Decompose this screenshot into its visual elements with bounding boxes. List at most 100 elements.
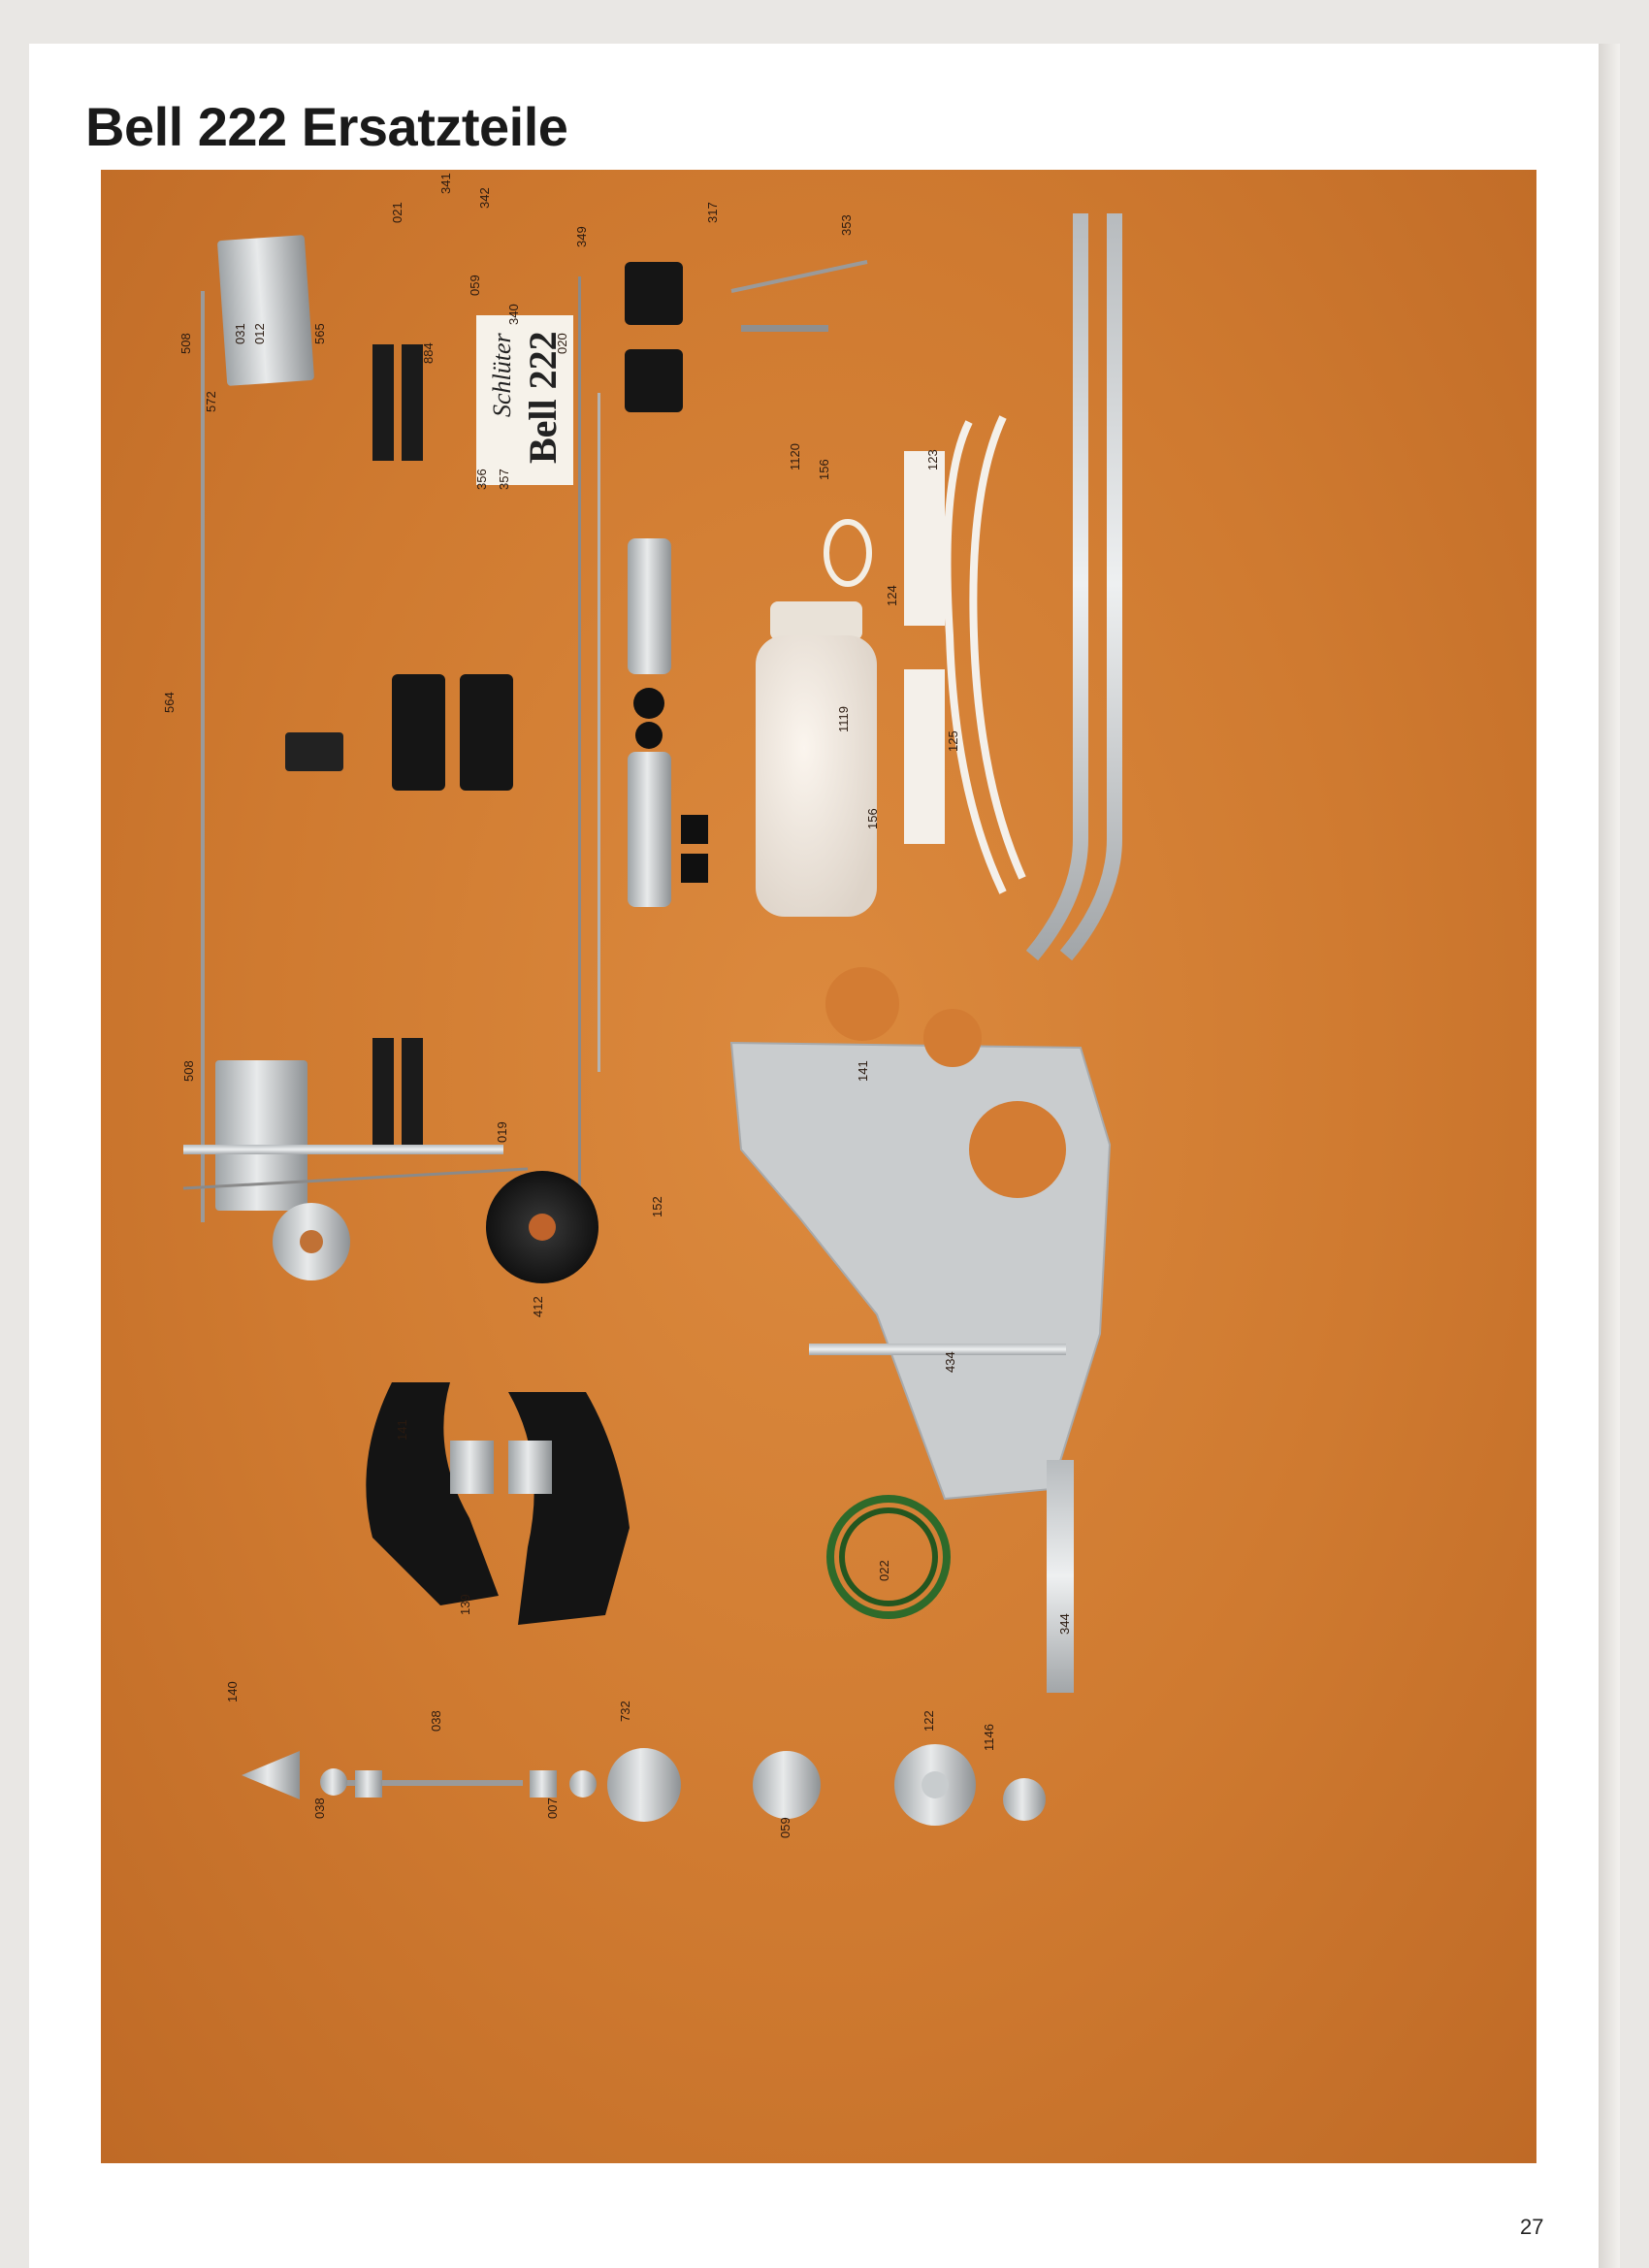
label-card-model: Bell 222 xyxy=(521,331,565,464)
plate-551 xyxy=(392,674,513,791)
part-label: 317 xyxy=(705,202,720,223)
part-label: 038 xyxy=(429,1710,443,1732)
body-157 xyxy=(508,1392,630,1625)
bracket-metal-a xyxy=(450,1441,494,1494)
parts-photo: Schlüter Bell 222 xyxy=(101,170,1536,2163)
part-label: 059 xyxy=(468,275,482,296)
hose-732-a xyxy=(826,1495,951,1619)
part-label: 357 xyxy=(497,469,511,490)
bearing-343-a xyxy=(633,688,664,719)
part-label: 019 xyxy=(495,1121,509,1143)
part-label: 059 xyxy=(778,1817,792,1838)
part-label: 508 xyxy=(178,333,193,354)
rod-353 xyxy=(730,260,868,293)
part-label: 349 xyxy=(574,226,589,247)
rod-564 xyxy=(201,291,205,1222)
part-label: 1146 xyxy=(982,1724,996,1751)
hose-732-b xyxy=(839,1507,938,1606)
parts-layout-svg: Schlüter Bell 222 xyxy=(162,173,1122,1838)
panel-156-bottom xyxy=(904,669,945,844)
part-number-labels: 021 341 342 349 317 353 059 012 031 565 … xyxy=(162,173,1072,1838)
part-label: 141 xyxy=(856,1060,870,1082)
part-label: 012 xyxy=(252,323,267,344)
bracket-metal-b xyxy=(508,1441,552,1494)
shaft-154 xyxy=(339,1780,523,1786)
cone-149 xyxy=(242,1751,300,1799)
rod-448 xyxy=(182,1167,529,1190)
skid-tube-124-a xyxy=(1025,213,1088,961)
part-label: 031 xyxy=(233,323,247,344)
part-label: 353 xyxy=(839,214,854,236)
block-131-a xyxy=(355,1770,382,1798)
part-label: 508 xyxy=(181,1060,196,1082)
label-card-brand: Schlüter xyxy=(488,332,516,417)
page-number: 27 xyxy=(1520,2215,1544,2239)
part-label: 021 xyxy=(390,202,404,223)
part-label: 340 xyxy=(506,304,521,325)
part-label: 140 xyxy=(225,1681,240,1702)
mixer-560 xyxy=(285,732,343,771)
tube-350-top xyxy=(628,538,671,674)
part-label: 356 xyxy=(474,469,489,490)
part-label: 152 xyxy=(650,1196,664,1217)
skid-125 xyxy=(969,415,1026,880)
part-label: 038 xyxy=(312,1798,327,1819)
rod-356 xyxy=(578,276,581,1247)
part-label: 1119 xyxy=(836,706,851,732)
tube-350-bottom xyxy=(628,752,671,907)
gear-146-hub xyxy=(529,1214,556,1241)
page-edge xyxy=(1599,44,1620,2268)
page-title: Bell 222 Ersatzteile xyxy=(85,96,568,157)
part-label: 156 xyxy=(865,808,880,829)
body-143 xyxy=(366,1382,499,1605)
bearing-343-b xyxy=(635,722,663,749)
pulley-454-core xyxy=(300,1230,323,1253)
frame-hole-c xyxy=(969,1101,1066,1198)
part-label: 156 xyxy=(817,459,831,480)
bracket-565-top xyxy=(372,344,423,461)
frame-hole-a xyxy=(825,967,899,1041)
rod-450 xyxy=(183,1145,503,1154)
part-label: 565 xyxy=(312,323,327,344)
rod-333 xyxy=(741,325,828,332)
bearing-217-b xyxy=(569,1770,597,1798)
part-label: 344 xyxy=(1057,1613,1072,1635)
blocks-339 xyxy=(681,815,708,883)
bearing-217-a xyxy=(320,1768,347,1796)
part-label: 007 xyxy=(545,1798,560,1819)
part-label: 564 xyxy=(162,692,177,713)
part-label: 572 xyxy=(204,391,218,412)
label-card: Schlüter Bell 222 xyxy=(476,315,573,485)
block-131-b xyxy=(530,1770,557,1798)
frame-hole-b xyxy=(923,1009,982,1067)
part-label: 139 xyxy=(458,1594,472,1615)
pulley-153 xyxy=(753,1751,821,1819)
frame-bar-1313 xyxy=(809,1344,1066,1355)
part-label: 122 xyxy=(922,1710,936,1732)
bottle-1119 xyxy=(756,601,877,917)
bracket-565-bottom xyxy=(372,1038,423,1154)
part-label: 123 xyxy=(925,449,940,470)
part-label: 124 xyxy=(885,585,899,606)
disc-150 xyxy=(1003,1778,1046,1821)
part-label: 341 xyxy=(438,173,453,194)
rod-357 xyxy=(598,393,600,1072)
housing-340-bottom xyxy=(625,349,683,412)
part-label: 020 xyxy=(555,333,569,354)
part-label: 884 xyxy=(421,342,436,364)
part-label: 125 xyxy=(946,730,960,752)
part-label: 022 xyxy=(877,1560,891,1581)
rail-122 xyxy=(1047,1460,1074,1693)
frame-plate-147 xyxy=(729,1041,1112,1501)
part-label: 141 xyxy=(395,1419,409,1441)
fan-127-hub xyxy=(922,1771,949,1798)
part-label: 1120 xyxy=(788,443,802,470)
bleed-through-header xyxy=(630,107,1533,153)
tube-coil-730 xyxy=(824,519,872,587)
part-label: 434 xyxy=(943,1351,957,1373)
part-label: 412 xyxy=(531,1296,545,1317)
part-label: 342 xyxy=(477,187,492,209)
panel-156-top xyxy=(904,451,945,626)
plate-508-bottom xyxy=(215,1060,307,1211)
skid-123 xyxy=(943,420,1007,894)
